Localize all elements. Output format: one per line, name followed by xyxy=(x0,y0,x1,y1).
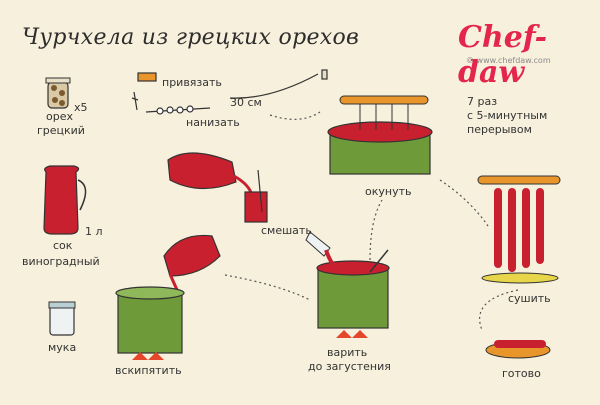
walnut-label-1: орех xyxy=(46,110,73,123)
drying-rack-icon xyxy=(477,175,561,284)
jug-boil-pour-icon xyxy=(163,234,221,297)
recipe-title: Чурчхела из грецких орехов xyxy=(22,25,360,50)
juice-qty: 1 л xyxy=(85,225,103,238)
brand-logo[interactable]: Chef-daw xyxy=(458,20,548,90)
step-cook-1: варить xyxy=(327,346,368,359)
step-repeat-3: перерывом xyxy=(467,123,532,136)
step-length: 30 см xyxy=(230,96,262,109)
brand-site[interactable]: © www.chefdaw.com xyxy=(466,56,551,65)
step-repeat-1: 7 раз xyxy=(467,95,498,108)
juice-label-1: сок xyxy=(53,239,73,252)
walnut-qty: x5 xyxy=(74,101,88,114)
jug-pour-icon xyxy=(167,152,268,223)
juice-jug-icon xyxy=(43,165,87,235)
walnut-label-2: грецкий xyxy=(37,124,85,137)
flour-label: мука xyxy=(48,341,77,354)
flour-jar-icon xyxy=(48,301,76,336)
walnut-jar-icon xyxy=(45,77,71,109)
flow-arrows xyxy=(224,111,519,331)
step-mix: смешать xyxy=(261,224,312,237)
boiling-pot-icon xyxy=(115,286,185,360)
step-string: нанизать xyxy=(186,116,240,129)
step-boil: вскипятить xyxy=(115,364,182,377)
step-dry: сушить xyxy=(508,292,551,305)
step-dip: окунуть xyxy=(365,185,412,198)
finished-plate-icon xyxy=(485,340,551,359)
step-done: готово xyxy=(502,367,541,380)
step-repeat-2: с 5-минутным xyxy=(467,109,548,122)
step-tie: привязать xyxy=(162,76,222,89)
juice-label-2: виноградный xyxy=(22,255,100,268)
thread-tools-icon xyxy=(131,69,328,115)
dip-pot-icon xyxy=(327,95,433,175)
cooking-pot-icon xyxy=(305,231,390,338)
step-cook-2: до загустения xyxy=(308,360,391,373)
